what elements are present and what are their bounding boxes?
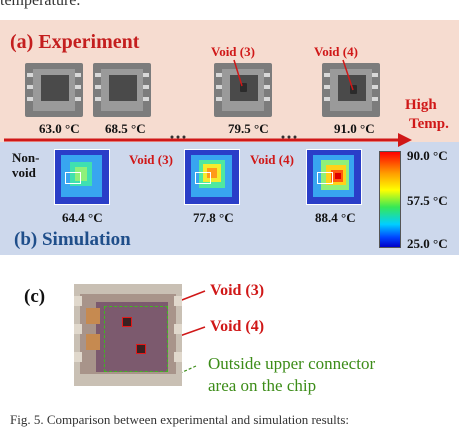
c-void-3-marker bbox=[122, 317, 132, 327]
ellipsis-dot bbox=[281, 135, 285, 139]
chip-layout-image bbox=[74, 284, 182, 386]
experiment-photo-1 bbox=[25, 63, 83, 117]
sim-map-void-3 bbox=[184, 149, 240, 205]
figure-caption: Fig. 5. Comparison between experimental … bbox=[10, 412, 350, 427]
colorbar-mid: 57.5 °C bbox=[407, 193, 448, 208]
temperature-arrowhead bbox=[398, 133, 412, 147]
sim-temp-1: 64.4 °C bbox=[62, 210, 103, 225]
temperature-colorbar bbox=[379, 151, 401, 248]
sim-map-void-4 bbox=[306, 149, 362, 205]
c-void-3-label: Void (3) bbox=[210, 282, 265, 299]
panel-c-label: (c) bbox=[24, 286, 46, 307]
exp-temp-2: 68.5 °C bbox=[105, 121, 146, 136]
ellipsis-dot bbox=[182, 135, 186, 139]
sim-map-nonvoid bbox=[54, 149, 110, 205]
high-temp-label-2: Temp. bbox=[409, 116, 449, 132]
header-text: temperature. bbox=[0, 0, 81, 9]
colorbar-max: 90.0 °C bbox=[407, 148, 448, 163]
ellipsis-dot bbox=[176, 135, 180, 139]
c-note-line-1: Outside upper connector bbox=[208, 354, 376, 373]
ellipsis-dot bbox=[287, 135, 291, 139]
experiment-photo-3 bbox=[214, 63, 272, 117]
high-temp-label-1: High bbox=[405, 97, 437, 113]
c-note-line-2: area on the chip bbox=[208, 376, 317, 395]
exp-temp-4: 91.0 °C bbox=[334, 121, 375, 136]
nonvoid-label-2: void bbox=[12, 165, 36, 180]
experiment-photo-2 bbox=[93, 63, 151, 117]
c-void-4-marker bbox=[136, 344, 146, 354]
experiment-title: (a) Experiment bbox=[10, 31, 140, 53]
exp-void-4-pointer bbox=[342, 59, 354, 91]
c-void-4-label: Void (4) bbox=[210, 318, 265, 335]
exp-void-3-pointer bbox=[233, 59, 243, 87]
ellipsis-dot bbox=[293, 135, 297, 139]
sim-temp-3: 88.4 °C bbox=[315, 210, 356, 225]
exp-void-4-label: Void (4) bbox=[314, 44, 358, 59]
sim-void-3-label: Void (3) bbox=[129, 152, 173, 167]
colorbar-min: 25.0 °C bbox=[407, 236, 448, 251]
exp-temp-1: 63.0 °C bbox=[39, 121, 80, 136]
exp-void-3-label: Void (3) bbox=[211, 44, 255, 59]
nonvoid-label-1: Non- bbox=[12, 150, 40, 165]
sim-void-4-label: Void (4) bbox=[250, 152, 294, 167]
sim-temp-2: 77.8 °C bbox=[193, 210, 234, 225]
exp-temp-3: 79.5 °C bbox=[228, 121, 269, 136]
ellipsis-dot bbox=[170, 135, 174, 139]
experiment-photo-4 bbox=[322, 63, 380, 117]
simulation-title: (b) Simulation bbox=[14, 229, 131, 250]
